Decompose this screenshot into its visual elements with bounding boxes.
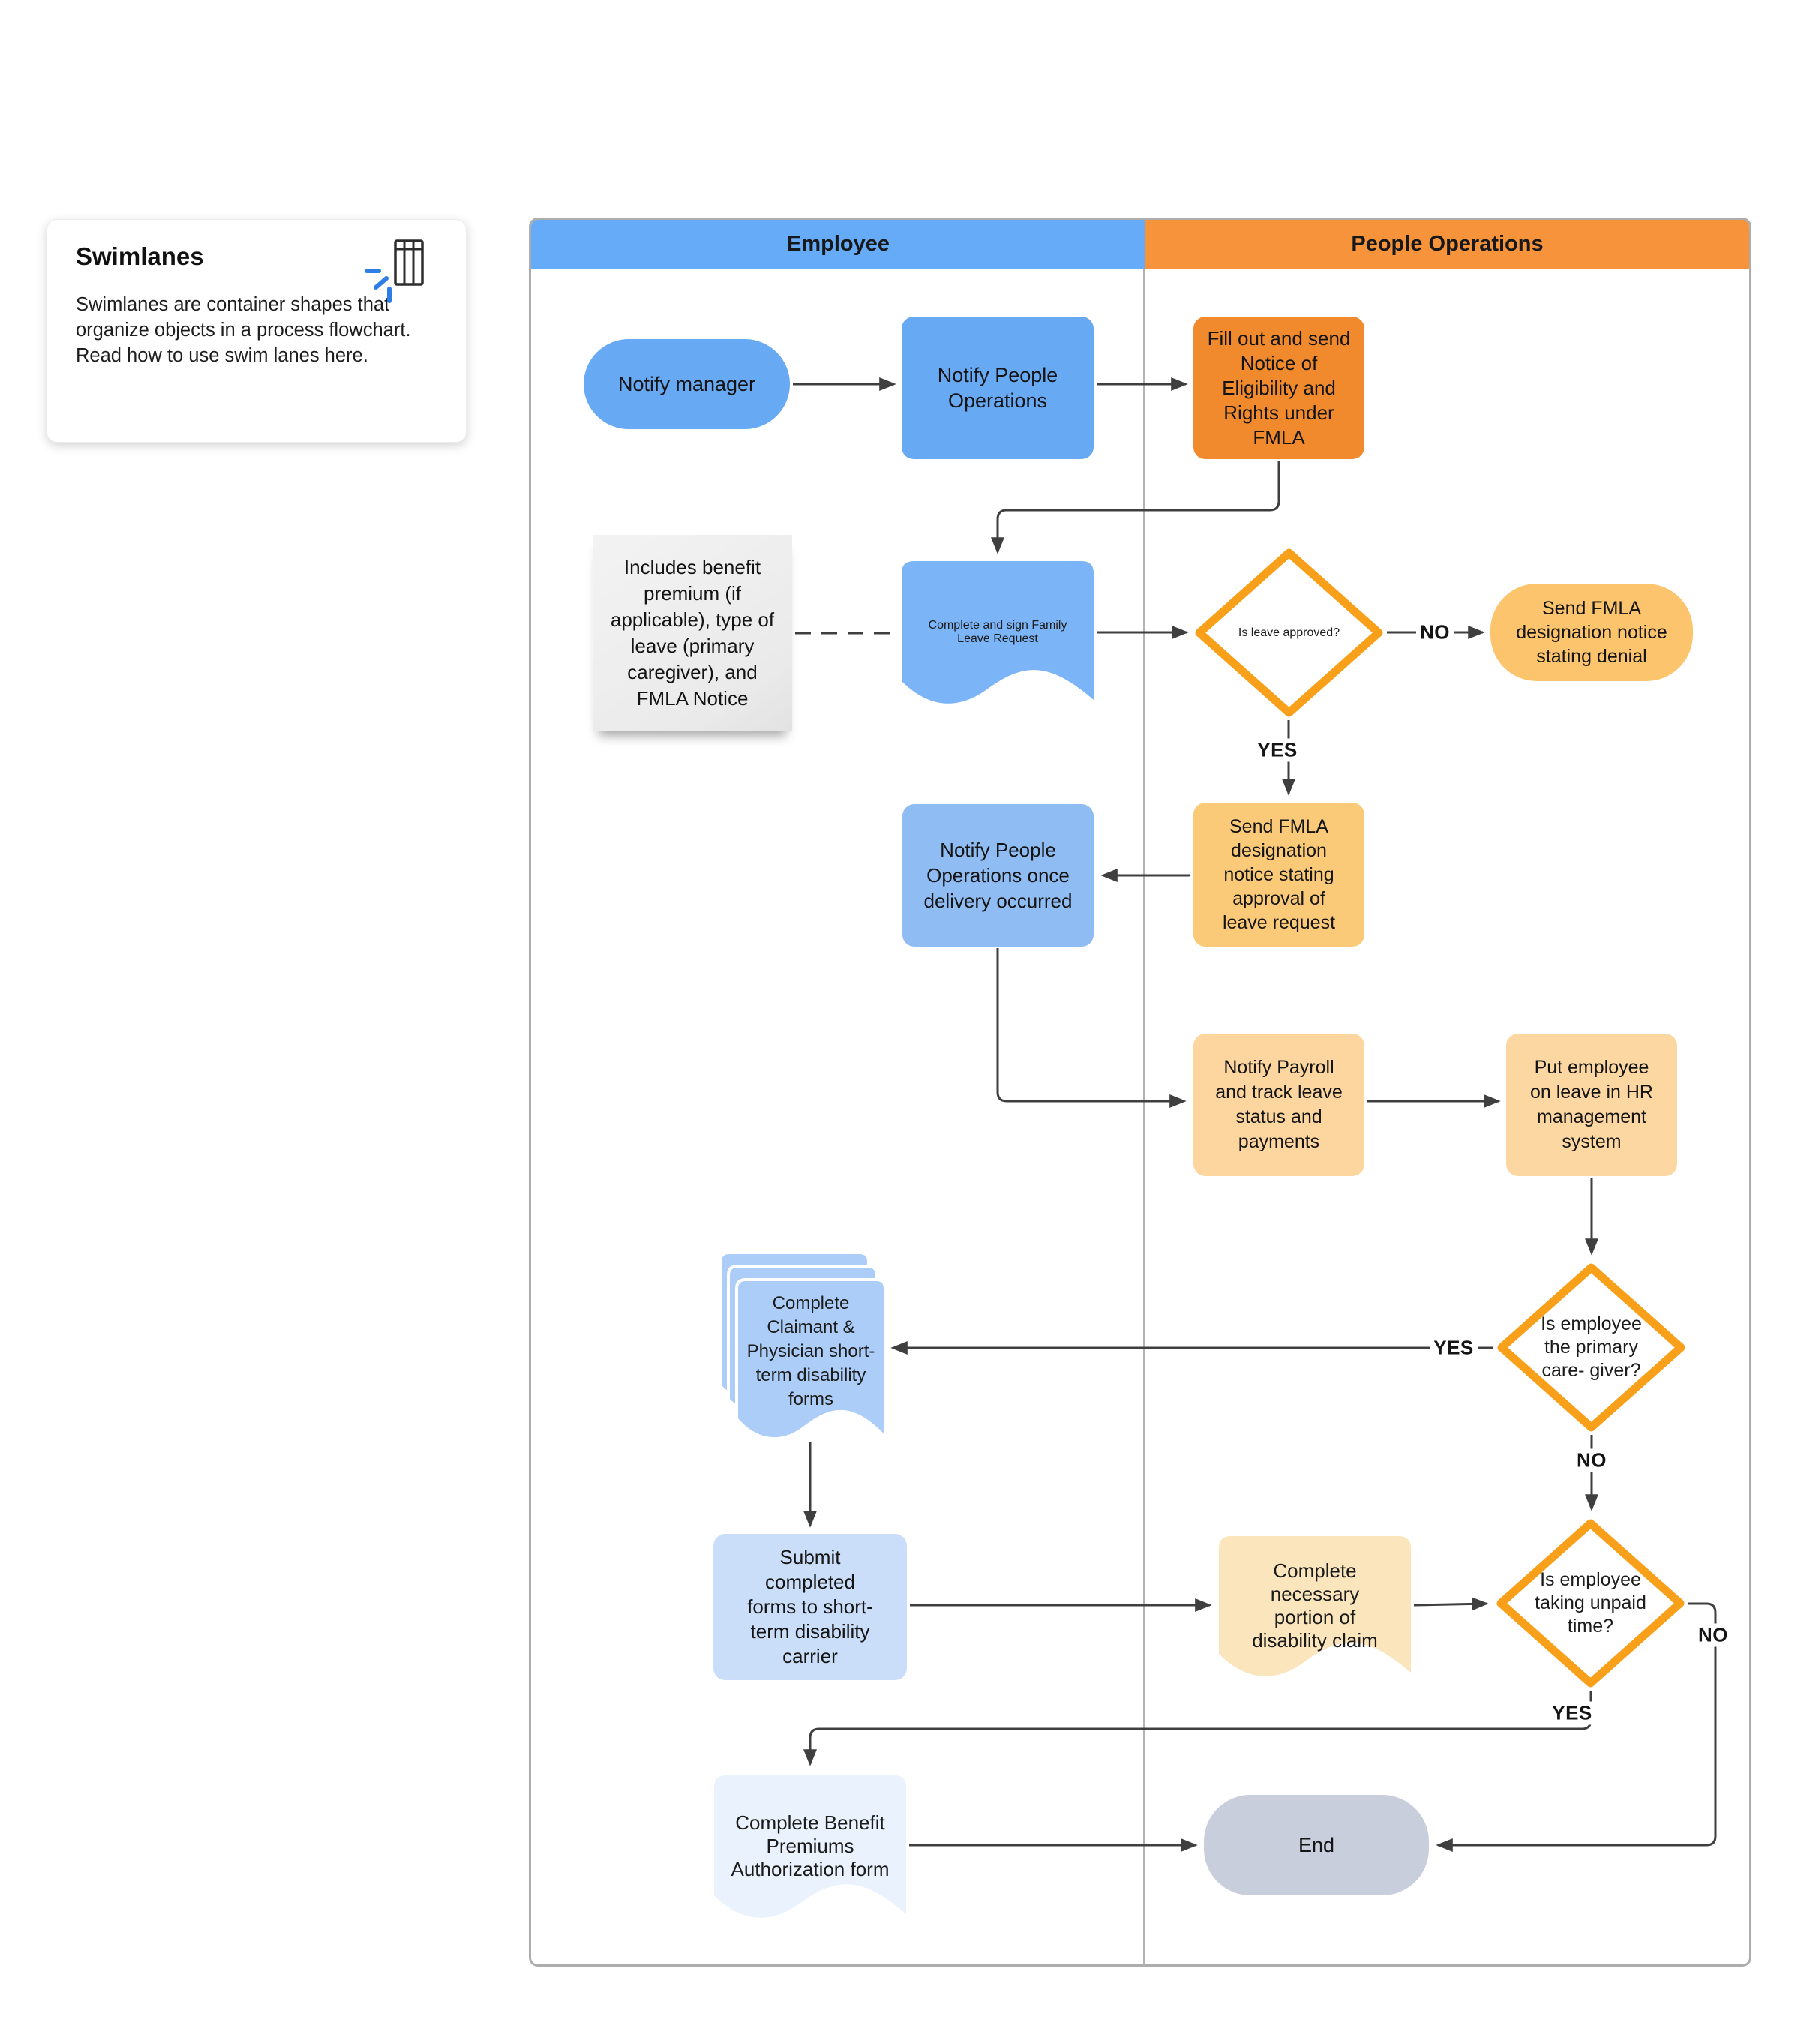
info-card-title: Swimlanes [76,242,204,270]
node-disability-forms-multidoc[interactable]: Complete Claimant & Physician short-term… [720,1253,885,1448]
node-notify-payroll[interactable]: Notify Payroll and track leave status an… [1193,1034,1364,1176]
edge-label-no-unpaid-time: NO [1694,1623,1732,1647]
swimlane-header-row: Employee People Operations [531,220,1749,269]
lane-header-people-operations[interactable]: People Operations [1145,220,1749,269]
node-decision-primary-caregiver[interactable]: Is employee the primary care- giver? [1496,1262,1686,1433]
node-decision-unpaid-time[interactable]: Is employee taking unpaid time? [1496,1518,1685,1688]
node-notify-manager[interactable]: Notify manager [584,339,790,429]
node-fill-out-fmla[interactable]: Fill out and send Notice of Eligibility … [1193,317,1364,459]
node-submit-forms[interactable]: Submit completed forms to short-term dis… [713,1534,907,1680]
node-put-employee-on-leave[interactable]: Put employee on leave in HR management s… [1506,1034,1677,1176]
swimlane-table-icon [361,236,428,308]
info-card-body: Swimlanes are container shapes that orga… [76,294,411,366]
edge-label-no-leave-approved: NO [1416,620,1454,644]
node-decision-leave-approved[interactable]: Is leave approved? [1194,548,1384,718]
node-notify-once-delivery[interactable]: Notify People Operations once delivery o… [902,804,1094,947]
node-denial-notice[interactable]: Send FMLA designation notice stating den… [1490,584,1693,681]
edge-label-yes-unpaid-time: YES [1548,1701,1596,1725]
node-benefit-premiums-doc[interactable]: Complete Benefit Premiums Authorization … [714,1775,906,1937]
node-sticky-note[interactable]: Includes benefit premium (if applicable)… [593,535,792,731]
node-complete-sign-family-leave-doc[interactable]: Complete and sign Family Leave Request [902,561,1094,722]
node-notify-people-operations[interactable]: Notify People Operations [902,317,1094,459]
node-disability-claim-doc[interactable]: Complete necessary portion of disability… [1219,1536,1411,1695]
edge-label-no-primary-caregiver: NO [1573,1448,1610,1472]
node-end[interactable]: End [1204,1795,1429,1895]
node-approval-notice[interactable]: Send FMLA designation notice stating app… [1193,803,1364,947]
edge-label-yes-primary-caregiver: YES [1430,1336,1478,1360]
lane-divider [1143,269,1145,1964]
edge-label-yes-leave-approved: YES [1253,738,1301,762]
swimlanes-info-card: Swimlanes Swimlanes are container shapes… [47,219,467,443]
lane-header-employee[interactable]: Employee [531,220,1145,269]
